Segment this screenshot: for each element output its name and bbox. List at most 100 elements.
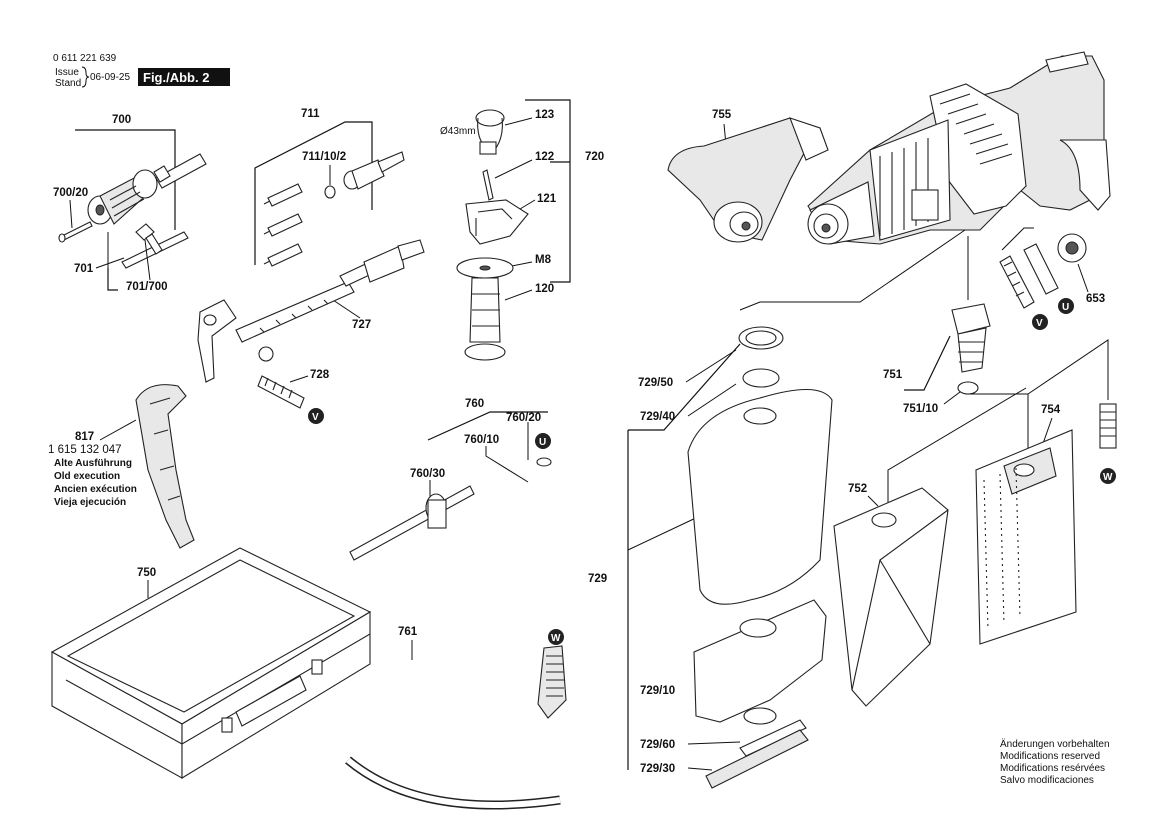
label-121: 121 [537, 193, 557, 205]
label-729-10: 729/10 [640, 685, 675, 697]
label-701-700: 701/700 [126, 281, 168, 293]
label-728: 728 [310, 369, 330, 381]
mod-es: Salvo modificaciones [1000, 775, 1094, 786]
label-817-number: 1 615 132 047 [48, 444, 122, 456]
bit-set-group: 711 711/10/2 [254, 108, 405, 267]
marker-v-2 [1032, 314, 1048, 330]
label-m8: M8 [535, 254, 552, 266]
auxiliary-handle [456, 257, 514, 361]
label-760-10: 760/10 [464, 434, 499, 446]
brush-spring [999, 255, 1035, 309]
chuck-group: 700 700/20 701 701/700 [53, 114, 207, 293]
filter-bag-752: 752 [833, 387, 1027, 707]
old-execution-en: Old execution [54, 471, 120, 482]
dust-container-group: 729/50 729/40 729 729/10 729/60 729/30 [588, 229, 966, 789]
label-750: 750 [137, 567, 156, 579]
issue-label: Issue [55, 67, 79, 78]
header: 0 611 221 639 Issue Stand 06-09-25 Fig./… [53, 53, 230, 89]
old-execution-es: Vieja ejecución [54, 497, 126, 508]
label-711: 711 [301, 108, 320, 120]
clamp-band [475, 109, 505, 155]
retaining-ring [324, 185, 336, 199]
svg-text:V: V [312, 412, 319, 423]
bracket-720 [525, 99, 571, 283]
label-760-20: 760/20 [506, 412, 541, 424]
label-729-50: 729/50 [638, 377, 673, 389]
carrying-case-750: 750 [50, 547, 372, 779]
filter-strip-60 [739, 719, 807, 757]
label-123: 123 [535, 109, 554, 121]
marker-u-1 [535, 433, 551, 449]
mod-en: Modifications reserved [1000, 751, 1100, 762]
label-729: 729 [588, 573, 607, 585]
label-720: 720 [585, 151, 604, 163]
marker-u-2 [1058, 298, 1074, 314]
label-752: 752 [848, 483, 867, 495]
label-754: 754 [1041, 404, 1061, 416]
label-700: 700 [112, 114, 131, 126]
carbon-brush-group: 653 V U [999, 227, 1105, 330]
bracket-760 [427, 411, 548, 441]
stand-label: Stand [55, 78, 81, 89]
label-727: 727 [352, 319, 371, 331]
label-729-40: 729/40 [640, 411, 675, 423]
suction-hose-group: 760 760/20 760/10 760/30 U [349, 398, 552, 620]
depth-stop-group: 727 [197, 239, 425, 383]
figure-label: Fig./Abb. 2 [143, 70, 209, 85]
header-date: 06-09-25 [90, 72, 130, 83]
label-700-20: 700/20 [53, 187, 88, 199]
old-execution-fr: Ancien exécution [54, 484, 137, 495]
side-handle-group: 123 122 121 720 M8 120 Ø43mm [440, 99, 604, 361]
screwdriver-bits [263, 183, 303, 267]
label-729-60: 729/60 [640, 739, 675, 751]
dust-container [687, 388, 833, 605]
figure-badge [138, 68, 230, 86]
label-729-30: 729/30 [640, 763, 675, 775]
part-number: 0 611 221 639 [53, 53, 117, 64]
svg-text:U: U [539, 437, 546, 448]
marker-w-1 [548, 629, 564, 645]
nozzle-751: 751 751/10 [883, 236, 991, 415]
angle-head-755: 755 [667, 109, 829, 243]
keyed-chuck [87, 153, 207, 225]
modifications-note: Änderungen vorbehalten Modifications res… [1000, 738, 1110, 786]
filter-strip-30 [705, 729, 809, 789]
carbon-brush [1023, 243, 1059, 295]
mod-fr: Modifications resérvées [1000, 763, 1105, 774]
old-execution-de: Alte Ausführung [54, 458, 132, 469]
drill-grip [1059, 139, 1111, 211]
handle-holder [465, 199, 529, 245]
label-diameter: Ø43mm [440, 126, 476, 137]
label-122: 122 [535, 151, 554, 163]
label-653: 653 [1086, 293, 1105, 305]
label-751-10: 751/10 [903, 403, 938, 415]
label-761: 761 [398, 626, 418, 638]
suction-tube [349, 485, 475, 561]
rotary-hammer-drill [807, 51, 1111, 245]
mod-de: Änderungen vorbehalten [1000, 738, 1110, 750]
clamp-bolt [482, 169, 494, 201]
label-711-10-2: 711/10/2 [302, 151, 346, 163]
chuck-key [121, 223, 189, 269]
spring-728: 728 V [257, 369, 330, 424]
hose-cuff [537, 645, 567, 719]
bracket-751 [904, 335, 951, 391]
label-760: 760 [465, 398, 484, 410]
svg-text:V: V [1036, 318, 1043, 329]
filter-bag-754: 754 [966, 339, 1109, 645]
label-701: 701 [74, 263, 94, 275]
suction-hose-761: 761 W [339, 626, 567, 810]
label-120: 120 [535, 283, 554, 295]
bracket-700-top [75, 129, 176, 230]
svg-text:W: W [551, 633, 561, 644]
dust-box [693, 599, 827, 723]
label-751: 751 [883, 369, 903, 381]
label-817: 817 [75, 431, 94, 443]
depth-stop-knob [258, 346, 274, 362]
bit-holder [343, 151, 405, 190]
marker-v-1 [308, 408, 324, 424]
chuck-screw [61, 221, 93, 241]
svg-text:U: U [1062, 302, 1069, 313]
label-760-30: 760/30 [410, 468, 445, 480]
spring-w: W [1099, 403, 1117, 484]
